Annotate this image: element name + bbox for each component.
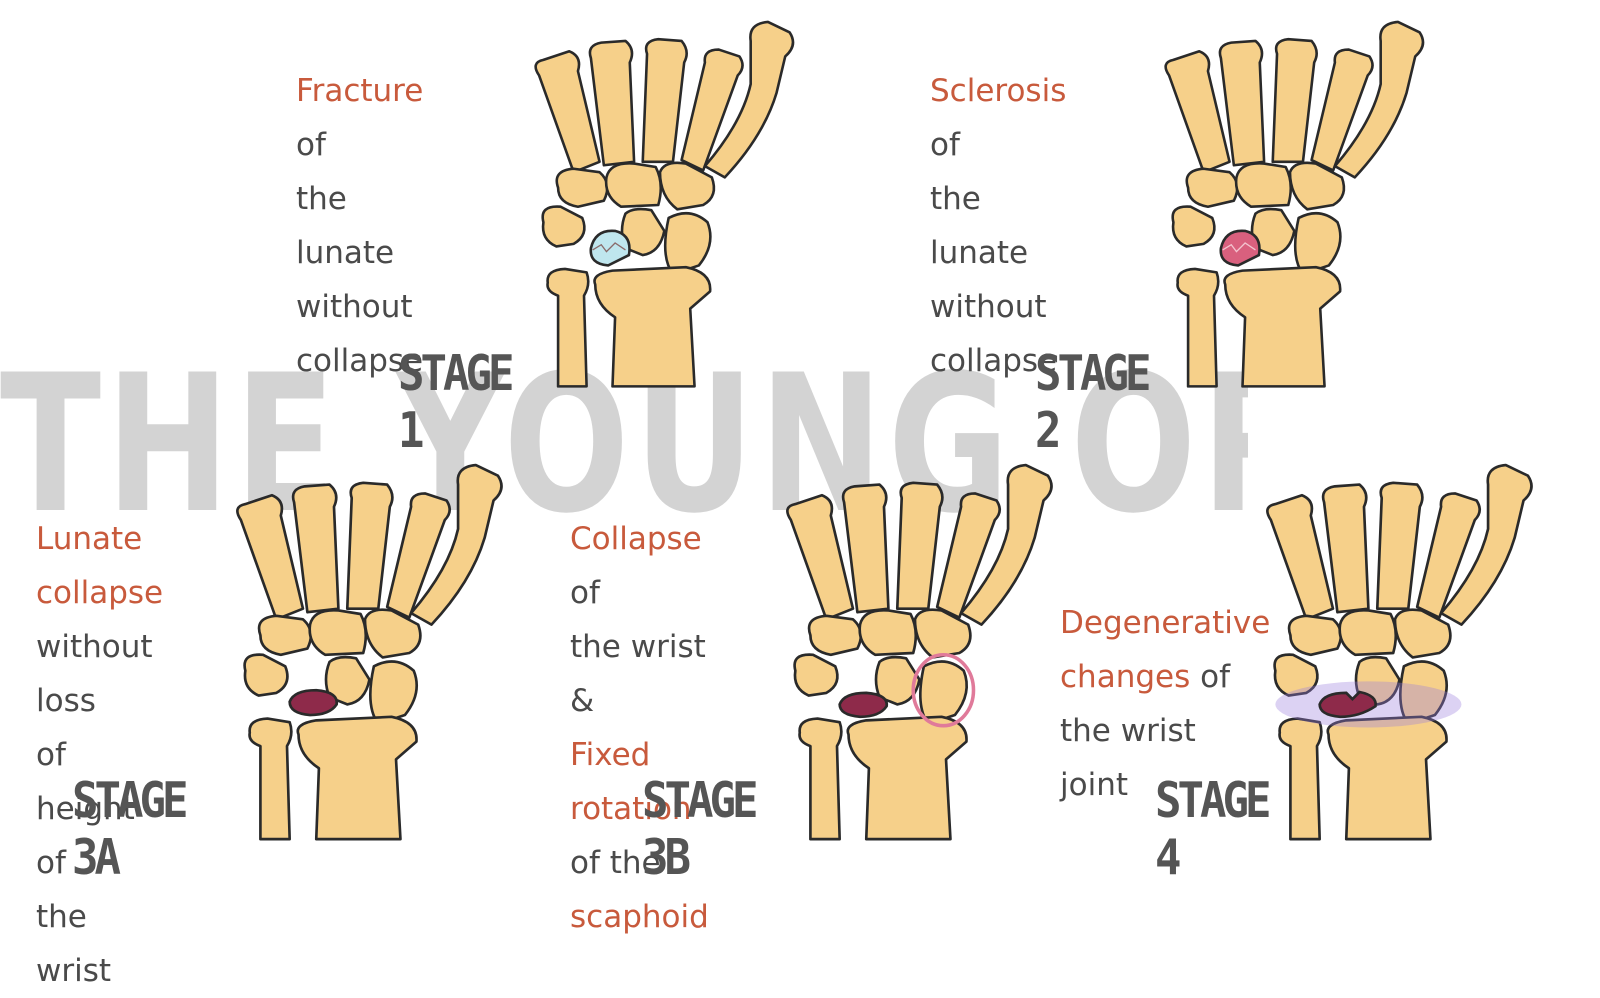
caption-text: the lunate xyxy=(930,181,1029,271)
lunate-collapse xyxy=(288,688,339,717)
wrist-illustration-stage-4 xyxy=(1266,463,1533,841)
caption-highlight: Collapse xyxy=(570,521,702,557)
caption-highlight: changes xyxy=(1060,659,1191,695)
caption-text: the wrist xyxy=(36,899,112,989)
wrist-illustration-stage-2 xyxy=(1164,20,1425,388)
caption-text: the lunate xyxy=(296,181,395,271)
caption-stage-1: Fracture of the lunate without collapse xyxy=(296,64,423,388)
stage-label-3b: STAGE 3B xyxy=(642,772,758,887)
caption-highlight: Fixed rotation xyxy=(570,737,692,827)
caption-text: of the xyxy=(570,845,661,881)
caption-text: without xyxy=(930,289,1047,325)
stage-label-3a: STAGE 3A xyxy=(72,772,188,887)
caption-text: the wrist & xyxy=(570,629,706,719)
caption-stage-2: Sclerosis of the lunate without collapse xyxy=(930,64,1066,388)
caption-text: of xyxy=(930,127,960,163)
wrist-illustration-stage-3b xyxy=(786,463,1053,841)
caption-text: of height of xyxy=(36,737,135,881)
caption-text: collapse xyxy=(296,343,424,379)
stage-label-2: STAGE 2 xyxy=(1035,345,1151,460)
caption-stage-4: Degenerative changes of the wrist joint xyxy=(1060,596,1270,812)
scaphoid-rotation-ring xyxy=(911,653,976,728)
caption-highlight: scaphoid xyxy=(570,899,709,935)
caption-text: without loss xyxy=(36,629,153,719)
caption-text: without xyxy=(296,289,413,325)
stage-label-4: STAGE 4 xyxy=(1155,772,1271,887)
stage-label-1: STAGE 1 xyxy=(398,345,514,460)
caption-stage-3a: Lunate collapse without loss of height o… xyxy=(36,512,163,998)
caption-highlight: Lunate xyxy=(36,521,143,557)
caption-text: of xyxy=(1190,659,1230,695)
lunate-fragmented xyxy=(1318,690,1377,719)
caption-text: collapse xyxy=(930,343,1058,379)
caption-highlight: Sclerosis xyxy=(930,73,1067,109)
caption-text: of xyxy=(296,127,326,163)
wrist-illustration-stage-1 xyxy=(534,20,795,388)
caption-highlight: Degenerative xyxy=(1060,605,1271,641)
caption-text: of xyxy=(570,575,600,611)
caption-highlight: Fracture xyxy=(296,73,424,109)
caption-highlight: collapse xyxy=(36,575,164,611)
lunate-collapse xyxy=(838,691,889,719)
caption-text: the wrist joint xyxy=(1060,713,1196,803)
wrist-illustration-stage-3a xyxy=(236,463,503,841)
